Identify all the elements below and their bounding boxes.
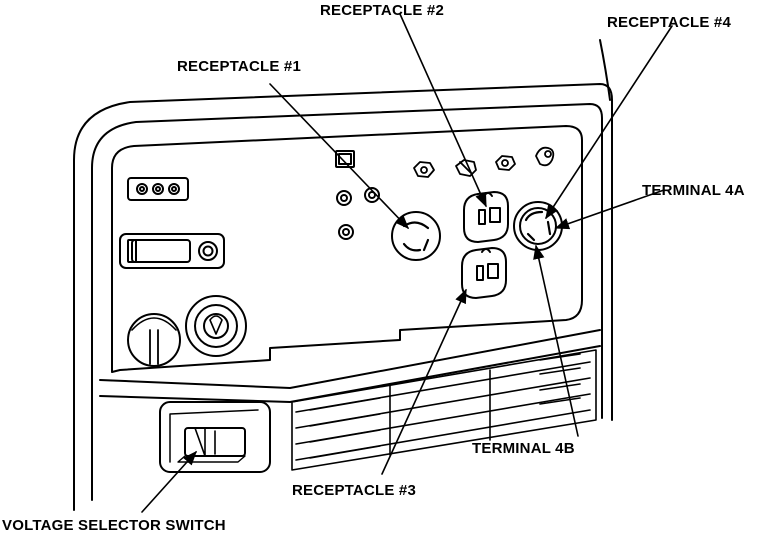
receptacle-4-label: RECEPTACLE #4 — [607, 14, 731, 31]
circuit-breakers — [337, 188, 379, 239]
receptacle-4-outlet — [514, 202, 562, 250]
display-button — [199, 242, 217, 260]
choke-knob — [128, 314, 180, 366]
receptacle-3-label: RECEPTACLE #3 — [292, 482, 416, 499]
voltage-selector-switch-label: VOLTAGE SELECTOR SWITCH — [2, 517, 226, 534]
receptacle-3-outlet — [462, 248, 506, 298]
housing-side-edge — [600, 40, 610, 100]
terminal-4b-label: TERMINAL 4B — [472, 440, 575, 457]
receptacle-2-outlet — [464, 192, 508, 242]
receptacle-1-label: RECEPTACLE #1 — [177, 58, 301, 75]
callout-leaders — [142, 14, 672, 512]
display-window — [132, 240, 190, 262]
receptacle-2-label: RECEPTACLE #2 — [320, 2, 444, 19]
upper-fittings — [414, 148, 553, 177]
terminal-4a-label: TERMINAL 4A — [642, 182, 745, 199]
control-plate — [112, 126, 582, 372]
